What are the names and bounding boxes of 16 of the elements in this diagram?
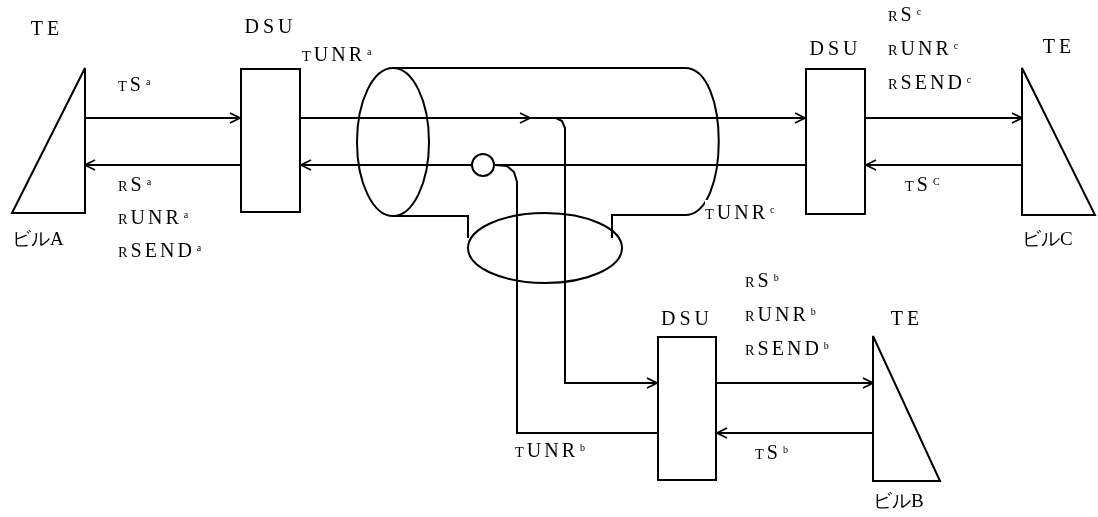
connector-line <box>494 164 658 434</box>
arrow <box>716 427 874 439</box>
node-heading: DSU <box>809 36 862 60</box>
arrow <box>865 112 1023 124</box>
arrow <box>865 159 1023 171</box>
node-heading: DSU <box>661 306 713 330</box>
node-heading: DSU <box>244 14 297 38</box>
node-heading: TE <box>30 16 64 40</box>
building-label: ビルA <box>12 228 64 250</box>
building-label: ビルC <box>1022 228 1073 250</box>
arrow <box>300 159 472 171</box>
node-heading: TE <box>890 306 924 330</box>
node-heading: TE <box>1042 34 1076 58</box>
building-label: ビルB <box>873 490 924 512</box>
junction-circle <box>471 153 495 177</box>
arrow <box>716 377 874 389</box>
